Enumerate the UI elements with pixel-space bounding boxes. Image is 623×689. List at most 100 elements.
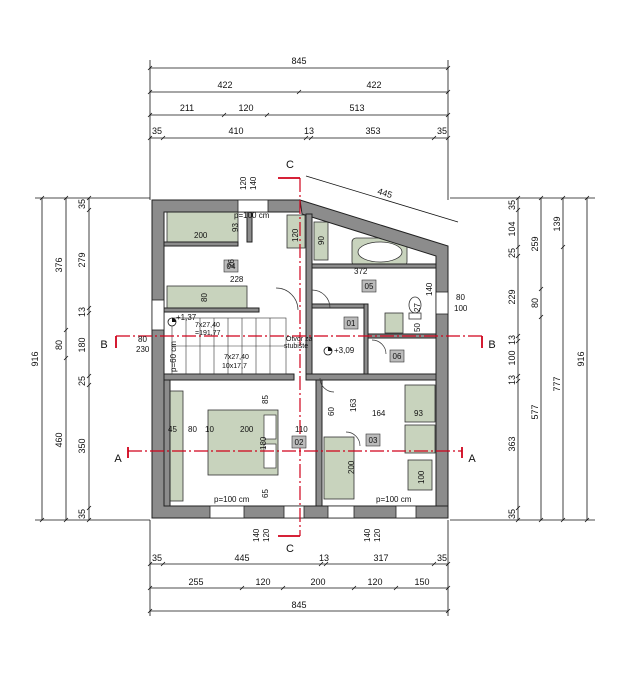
section-lines bbox=[115, 177, 483, 537]
bottom-dim-317: 317 bbox=[373, 553, 388, 563]
section-a-label-right: A bbox=[468, 453, 476, 465]
label-120-cabinet: 120 bbox=[291, 228, 300, 242]
right-dim-80: 80 bbox=[530, 298, 540, 308]
label-230: 230 bbox=[136, 345, 150, 354]
right-dim-13b: 13 bbox=[507, 375, 517, 385]
top-dim-35a: 35 bbox=[152, 126, 162, 136]
bed-details bbox=[263, 414, 277, 469]
label-elev-309: +3,09 bbox=[334, 346, 355, 355]
left-dim-80: 80 bbox=[54, 340, 64, 350]
label-p60: p=60 cm bbox=[169, 341, 178, 372]
label-140-right: 140 bbox=[425, 282, 434, 296]
elevation-markers bbox=[167, 317, 333, 356]
label-stair2a: 7x27,40 bbox=[224, 354, 249, 361]
outer-wall-right bbox=[299, 199, 449, 507]
label-60: 60 bbox=[327, 407, 336, 416]
label-200-bed: 200 bbox=[240, 425, 254, 434]
right-dim-139: 139 bbox=[552, 216, 562, 231]
label-80-left: 80 bbox=[138, 335, 147, 344]
label-100-right: 100 bbox=[454, 304, 468, 313]
label-p100-bl: p=100 cm bbox=[214, 495, 250, 504]
top-dim-13: 13 bbox=[304, 126, 314, 136]
right-dim-100: 100 bbox=[507, 350, 517, 365]
left-dim-180: 180 bbox=[77, 337, 87, 352]
section-a-label-left: A bbox=[114, 453, 122, 465]
top-dim-120: 120 bbox=[238, 103, 253, 113]
right-dim-overall: 916 bbox=[576, 351, 586, 366]
label-elev-137: +1,37 bbox=[176, 313, 197, 322]
bottom-dim-255: 255 bbox=[188, 577, 203, 587]
label-stair1b: =191,77 bbox=[195, 330, 221, 337]
label-163: 163 bbox=[349, 398, 358, 412]
label-stair1a: 7x27,40 bbox=[195, 322, 220, 329]
right-dim-363: 363 bbox=[507, 436, 517, 451]
label-26: 26 bbox=[227, 259, 236, 268]
left-dim-25: 25 bbox=[77, 376, 87, 386]
top-dim-410: 410 bbox=[228, 126, 243, 136]
door-swings bbox=[275, 287, 387, 447]
label-93-right: 93 bbox=[414, 409, 423, 418]
room-04: 04 bbox=[227, 262, 236, 271]
left-dim-35a: 35 bbox=[77, 199, 87, 209]
bottom-dim-35b: 35 bbox=[437, 553, 447, 563]
top-dim-half-left: 422 bbox=[217, 80, 232, 90]
bottom-dim-200: 200 bbox=[310, 577, 325, 587]
section-c-label-bottom: C bbox=[286, 543, 294, 555]
top-dim-overall: 845 bbox=[291, 56, 306, 66]
label-140-top: 140 bbox=[249, 176, 258, 190]
room-tags: 01 02 03 04 05 06 bbox=[223, 259, 405, 449]
bottom-dim-120b: 120 bbox=[367, 577, 382, 587]
top-dim-211: 211 bbox=[180, 103, 194, 113]
label-otvor1: Otvor za bbox=[286, 336, 313, 343]
right-dim-777: 777 bbox=[552, 376, 562, 391]
label-200-wardrobe3: 200 bbox=[347, 460, 356, 474]
section-b-label-left: B bbox=[100, 339, 107, 351]
staircase bbox=[171, 317, 287, 375]
desk-right bbox=[404, 424, 436, 454]
diag-dim-445: 445 bbox=[376, 186, 393, 200]
top-dim-513: 513 bbox=[349, 103, 364, 113]
wardrobe-room3 bbox=[323, 436, 355, 500]
bed-single-table bbox=[407, 459, 433, 491]
bath-cabinet bbox=[313, 221, 329, 261]
label-50: 50 bbox=[413, 323, 422, 332]
label-10: 10 bbox=[205, 425, 214, 434]
bottom-dim-35a: 35 bbox=[152, 553, 162, 563]
bottom-dimensions bbox=[147, 520, 451, 616]
label-200-wardrobe: 200 bbox=[194, 231, 208, 240]
label-164: 164 bbox=[372, 409, 386, 418]
right-dim-13a: 13 bbox=[507, 335, 517, 345]
bottom-dim-120a: 120 bbox=[255, 577, 270, 587]
top-dim-half-right: 422 bbox=[366, 80, 381, 90]
bottom-dim-13: 13 bbox=[319, 553, 329, 563]
toilet bbox=[408, 296, 422, 320]
right-dim-259: 259 bbox=[530, 236, 540, 251]
diagonal-dim bbox=[305, 175, 459, 223]
label-27: 27 bbox=[413, 303, 422, 312]
furniture bbox=[166, 211, 436, 502]
top-dimensions bbox=[147, 60, 451, 200]
label-80-wall: 80 bbox=[188, 425, 197, 434]
label-otvor2: stubište bbox=[284, 343, 308, 350]
label-120-b1: 120 bbox=[262, 528, 271, 542]
right-dim-25: 25 bbox=[507, 248, 517, 258]
bottom-dim-overall: 845 bbox=[291, 600, 306, 610]
left-dim-35b: 35 bbox=[77, 509, 87, 519]
room-05: 05 bbox=[365, 282, 374, 291]
label-228: 228 bbox=[230, 275, 244, 284]
label-p100-br: p=100 cm bbox=[376, 495, 412, 504]
top-dim-353: 353 bbox=[365, 126, 380, 136]
right-dim-104: 104 bbox=[507, 221, 517, 236]
label-80-right: 80 bbox=[456, 293, 465, 302]
right-dim-577: 577 bbox=[530, 404, 540, 419]
left-dim-460: 460 bbox=[54, 432, 64, 447]
label-372: 372 bbox=[354, 267, 368, 276]
wardrobe-top bbox=[166, 211, 239, 243]
label-90-bath: 90 bbox=[317, 236, 326, 245]
windows bbox=[151, 199, 449, 519]
left-dim-376: 376 bbox=[54, 257, 64, 272]
label-100-bed: 100 bbox=[417, 470, 426, 484]
label-93-wardrobe: 93 bbox=[231, 223, 240, 232]
left-dim-13: 13 bbox=[77, 307, 87, 317]
